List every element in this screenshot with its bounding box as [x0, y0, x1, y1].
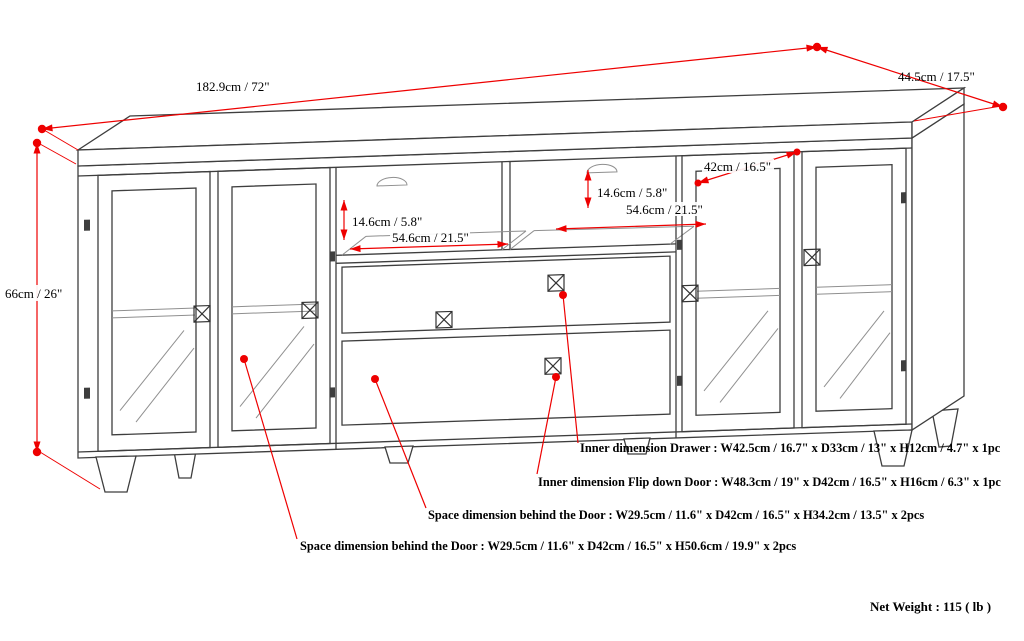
- net-weight-label: Net Weight : 115 ( lb ): [870, 599, 991, 614]
- cable-hole-right: [586, 163, 618, 174]
- annotation-behind-door-tall: Space dimension behind the Door : W29.5c…: [300, 539, 796, 553]
- leader-drawer: [562, 294, 579, 444]
- cabinet-side: [911, 102, 965, 432]
- drawer-front: [341, 255, 671, 334]
- annotation-flip-door: Inner dimension Flip down Door : W48.3cm…: [538, 475, 1001, 489]
- mid-opening-width-line: [555, 220, 707, 233]
- leader-door-short: [374, 378, 427, 509]
- width-dimension-line: [41, 44, 818, 132]
- cable-hole-left: [376, 176, 408, 187]
- annotation-drawer: Inner dimension Drawer : W42.5cm / 16.7"…: [580, 441, 1001, 455]
- dimension-lines: [32, 42, 1008, 540]
- leader-door-tall: [243, 358, 298, 540]
- glass-door-4: [801, 147, 907, 429]
- cabinet-front: [77, 137, 913, 459]
- left-opening-height-label: 14.6cm / 5.8": [352, 214, 422, 229]
- annotation-behind-door-short: Space dimension behind the Door : W29.5c…: [428, 508, 924, 522]
- depth-dimension-line: [816, 46, 1004, 108]
- annotation-texts: Inner dimension Drawer : W42.5cm / 16.7"…: [300, 441, 1001, 614]
- dimension-labels: 182.9cm / 72" 44.5cm / 17.5" 66cm / 26" …: [2, 69, 975, 301]
- front-legs: [95, 429, 913, 493]
- left-opening-width-label: 54.6cm / 21.5": [392, 230, 469, 245]
- mid-opening-height-label: 14.6cm / 5.8": [597, 185, 667, 200]
- depth-dimension-label: 44.5cm / 17.5": [898, 69, 975, 84]
- glass-door-1: [97, 170, 211, 452]
- flip-door-front: [341, 329, 671, 426]
- hinge-marks: [84, 192, 906, 399]
- left-opening-width-line: [349, 240, 509, 253]
- opening-depth-label: 42cm / 16.5": [704, 159, 771, 174]
- leader-flip-door: [536, 376, 557, 475]
- height-dimension-label: 66cm / 26": [5, 286, 62, 301]
- width-dimension-label: 182.9cm / 72": [196, 79, 270, 94]
- mid-opening-width-label: 54.6cm / 21.5": [626, 202, 703, 217]
